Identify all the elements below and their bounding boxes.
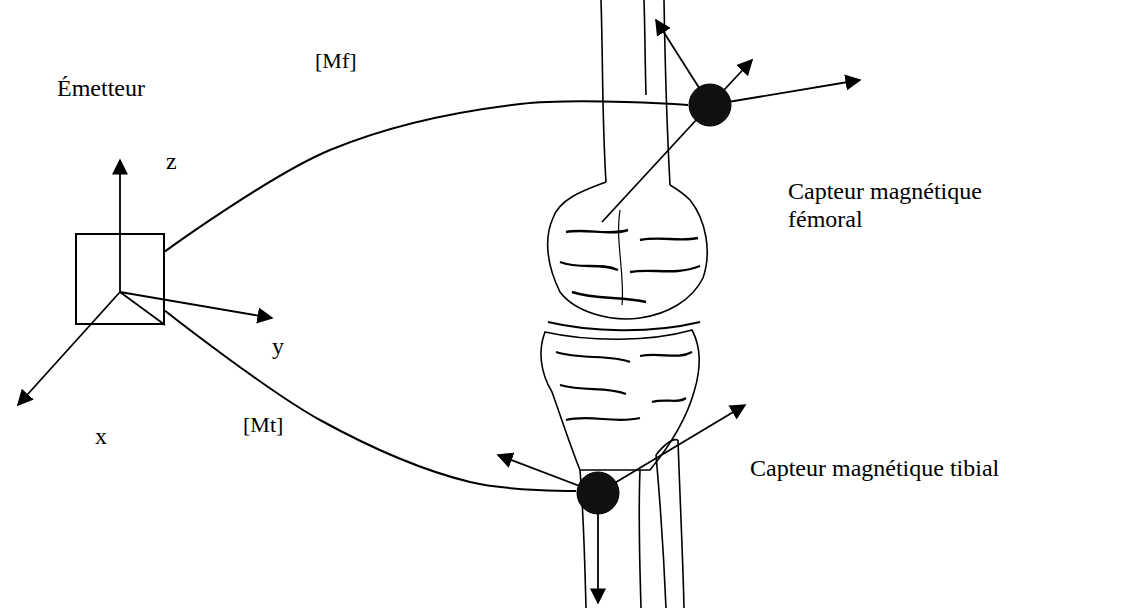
femur-edge xyxy=(664,0,670,185)
femoral-sensor: Capteur magnétique fémoral xyxy=(688,83,732,127)
joint-line xyxy=(548,322,700,330)
sensor-dot xyxy=(577,472,619,514)
sensor-label: Capteur magnétique fémoral xyxy=(788,178,1003,233)
sensor-axis xyxy=(598,405,745,493)
intercondylar-notch xyxy=(619,210,623,305)
axis-label: x xyxy=(95,423,107,451)
signal-curve xyxy=(165,311,576,491)
y-axis xyxy=(120,292,272,318)
femur-line xyxy=(644,0,646,95)
coordinate-axes xyxy=(18,20,860,603)
x-axis xyxy=(18,292,120,405)
sensor-dot xyxy=(576,471,620,515)
axis-label: y xyxy=(272,333,284,361)
tibia-shading xyxy=(556,352,692,420)
axis-label: z xyxy=(166,148,177,176)
transform-label: [Mf] xyxy=(315,48,357,73)
z-axis xyxy=(119,160,121,292)
signal-curve xyxy=(165,101,688,251)
transform-label: [Mt] xyxy=(243,412,283,437)
tibial-plateau xyxy=(541,330,699,470)
box-diagonal xyxy=(120,292,165,325)
emitter-box: Émetteur xyxy=(75,233,165,325)
fibula-edge xyxy=(678,440,684,608)
condyle-shading xyxy=(560,230,700,302)
femoral-condyles xyxy=(548,182,708,319)
bone-outlines xyxy=(541,0,707,608)
sensor-axis xyxy=(602,105,710,222)
tibia-edge xyxy=(639,470,641,608)
tibial-sensor: Capteur magnétique tibial xyxy=(576,471,620,515)
femur-edge xyxy=(601,0,606,182)
sensor-axis xyxy=(710,80,860,105)
sensor-dot xyxy=(689,84,731,126)
sensor-label: Capteur magnétique tibial xyxy=(750,455,999,483)
emitter-label: Émetteur xyxy=(57,75,145,103)
fibula-edge xyxy=(656,455,666,608)
sensor-dot xyxy=(688,83,732,127)
